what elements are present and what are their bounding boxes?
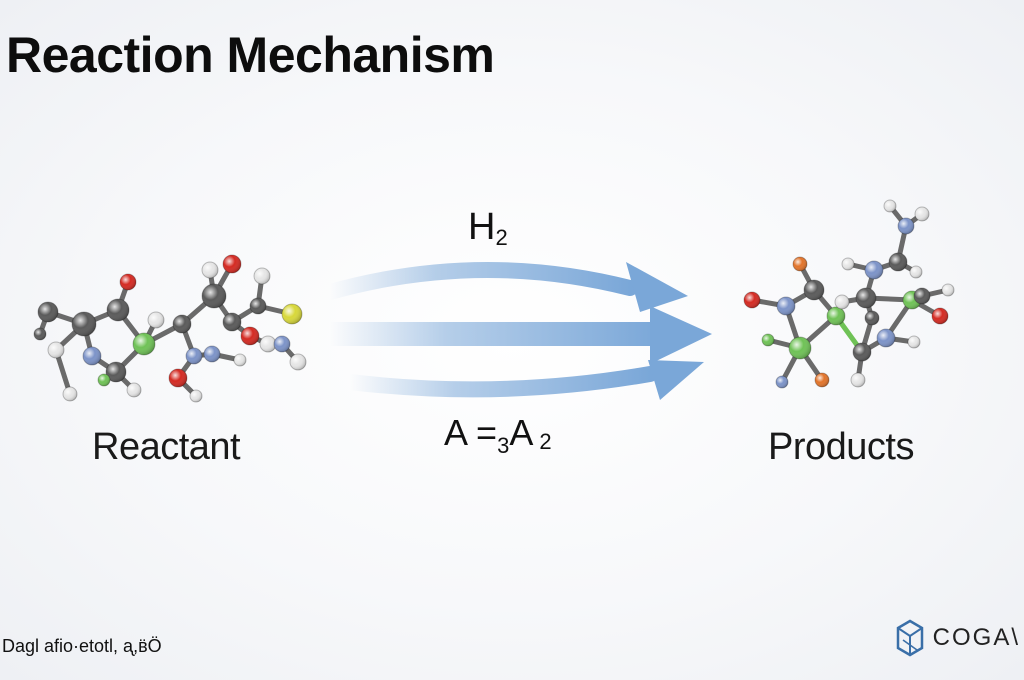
atom-shading xyxy=(223,313,241,331)
reactant-label: Reactant xyxy=(92,426,241,468)
atom-shading xyxy=(789,337,811,359)
brand: COGA\ xyxy=(895,618,1020,658)
atom-shading xyxy=(898,218,914,234)
atom-shading xyxy=(120,274,136,290)
atom-shading xyxy=(106,362,126,382)
page-title: Reaction Mechanism xyxy=(6,27,495,83)
atom-shading xyxy=(48,342,64,358)
atom-shading xyxy=(842,258,854,270)
atom-shading xyxy=(865,311,879,325)
atom-shading xyxy=(290,354,306,370)
atom-shading xyxy=(793,257,807,271)
atom-shading xyxy=(63,387,77,401)
arrow-middle xyxy=(330,306,712,364)
atom-shading xyxy=(38,302,58,322)
atom-shading xyxy=(877,329,895,347)
arrow-upper xyxy=(322,262,688,312)
atom-shading xyxy=(173,315,191,333)
atom-shading xyxy=(83,347,101,365)
atom-shading xyxy=(107,299,129,321)
atom-shading xyxy=(133,333,155,355)
atom-shading xyxy=(915,207,929,221)
atom-shading xyxy=(777,297,795,315)
atom-shading xyxy=(932,308,948,324)
atom-shading xyxy=(865,261,883,279)
atom-shading xyxy=(910,266,922,278)
atom-shading xyxy=(804,280,824,300)
atom-shading xyxy=(762,334,774,346)
atom-shading xyxy=(127,383,141,397)
atom-shading xyxy=(190,390,202,402)
atom-shading xyxy=(856,288,876,308)
atom-shading xyxy=(815,373,829,387)
product-molecule xyxy=(743,199,955,389)
atom-shading xyxy=(202,284,226,308)
atom-shading xyxy=(744,292,760,308)
atom-shading xyxy=(776,376,788,388)
atom-shading xyxy=(942,284,954,296)
products-label: Products xyxy=(768,426,914,468)
atom-shading xyxy=(827,307,845,325)
atom-shading xyxy=(254,268,270,284)
atom-shading xyxy=(889,253,907,271)
atom-shading xyxy=(914,288,930,304)
atom-shading xyxy=(835,295,849,309)
atom-shading xyxy=(274,336,290,352)
footer-text: Dagl afio·etotl, ᶏ,ʙ̈Ö xyxy=(2,636,162,656)
atom-shading xyxy=(908,336,920,348)
atom-shading xyxy=(250,298,266,314)
atom-shading xyxy=(72,312,96,336)
reaction-arrows xyxy=(322,262,712,400)
atom-shading xyxy=(204,346,220,362)
atom-shading xyxy=(851,373,865,387)
atom-shading xyxy=(148,312,164,328)
atom-shading xyxy=(169,369,187,387)
atom-shading xyxy=(853,343,871,361)
atom-shading xyxy=(260,336,276,352)
atom-shading xyxy=(241,327,259,345)
brand-name: COGA\ xyxy=(932,624,1020,651)
arrow-formula-top: H2 xyxy=(468,206,508,250)
reactant-molecule xyxy=(33,254,307,403)
atom-shading xyxy=(202,262,218,278)
atom-shading xyxy=(186,348,202,364)
atom-shading xyxy=(234,354,246,366)
hexagon-cube-icon xyxy=(896,619,923,657)
atom-shading xyxy=(884,200,896,212)
arrow-lower xyxy=(342,360,704,400)
atom-shading xyxy=(223,255,241,273)
atom-shading xyxy=(98,374,110,386)
atom-shading xyxy=(34,328,46,340)
atom-shading xyxy=(282,304,302,324)
